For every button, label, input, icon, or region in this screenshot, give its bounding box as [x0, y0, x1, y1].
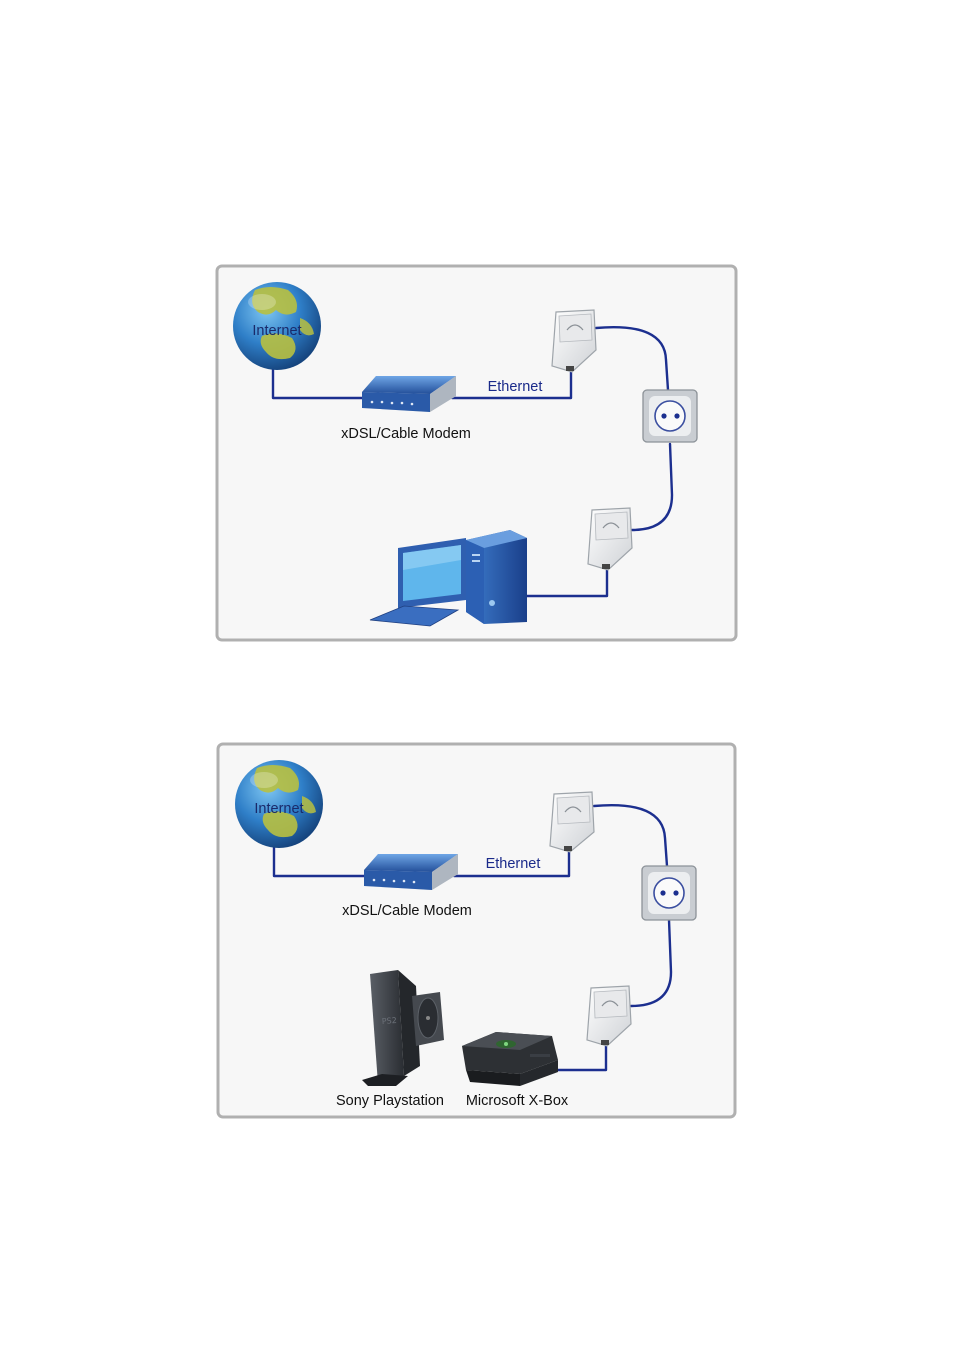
game-console-icon: PS2 [362, 970, 444, 1086]
internet-label: Internet [252, 323, 301, 339]
diagram-pc: Internet xDSL/Cable Modem Ethernet [215, 264, 738, 642]
wall-socket-icon [642, 389, 698, 443]
globe-icon [235, 760, 323, 848]
cable-socket-adapter [629, 918, 673, 1008]
modem-label: xDSL/Cable Modem [341, 426, 471, 442]
cable-internet-modem [272, 838, 366, 878]
powerline-adapter-icon [587, 507, 633, 571]
powerline-adapter-icon [549, 791, 595, 853]
device-label-xbox: Microsoft X-Box [466, 1093, 569, 1109]
cable-ethernet [452, 848, 571, 878]
svg-text:PS2: PS2 [382, 1016, 398, 1026]
device-label-playstation: Sony Playstation [336, 1093, 444, 1109]
cable-socket-adapter [630, 442, 674, 532]
ethernet-label: Ethernet [486, 856, 541, 872]
powerline-adapter-icon [551, 309, 597, 373]
powerline-adapter-icon [586, 985, 632, 1047]
diagram-consoles: Internet xDSL/Cable Modem Ethernet [0, 680, 954, 1350]
wall-socket-icon [641, 865, 697, 921]
cable-adapter-socket [594, 326, 670, 392]
cable-adapter-xbox [546, 1044, 608, 1072]
modem-icon [362, 376, 456, 412]
ethernet-label: Ethernet [488, 379, 543, 395]
cable-adapter-socket [592, 804, 669, 868]
globe-icon [233, 282, 321, 370]
cable-internet-modem [271, 360, 364, 400]
internet-label: Internet [254, 801, 303, 817]
diagram-pc-canvas: Internet xDSL/Cable Modem Ethernet [215, 264, 738, 642]
game-console-icon [462, 1032, 558, 1086]
cable-adapter-pc [523, 568, 609, 598]
modem-icon [364, 854, 458, 890]
cable-ethernet [450, 370, 573, 400]
diagram-consoles-canvas: Internet xDSL/Cable Modem Ethernet [216, 742, 737, 1119]
modem-label: xDSL/Cable Modem [342, 903, 472, 919]
desktop-computer-icon [369, 530, 527, 627]
